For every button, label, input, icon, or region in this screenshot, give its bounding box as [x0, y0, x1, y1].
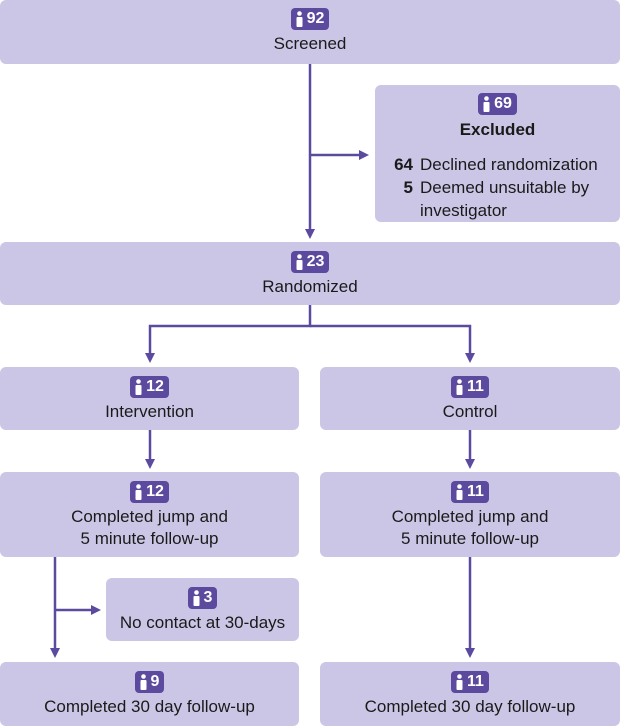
reason-count: 5	[403, 178, 413, 197]
intervention-jump-label-line2: 5 minute follow-up	[80, 529, 219, 548]
no-contact-count-badge: 3	[187, 587, 218, 609]
person-icon	[456, 379, 463, 395]
control-30day-count: 11	[467, 673, 484, 690]
no-contact-box: 3 No contact at 30-days	[106, 578, 299, 641]
intervention-label: Intervention	[105, 402, 194, 421]
reason-text: Declined randomization	[420, 155, 598, 174]
intervention-count-badge: 12	[130, 376, 169, 398]
person-icon	[140, 674, 147, 690]
control-jump-count-badge: 11	[451, 481, 489, 503]
excluded-title: Excluded	[459, 120, 536, 139]
control-30day-count-badge: 11	[451, 671, 489, 693]
control-jump-label-line1: Completed jump and	[391, 507, 549, 526]
reason-count: 64	[394, 155, 413, 174]
intervention-count: 12	[146, 378, 164, 395]
intervention-jump-count: 12	[146, 483, 164, 500]
randomized-label: Randomized	[262, 277, 358, 296]
randomized-count: 23	[306, 253, 325, 270]
excluded-reason: 64 Declined randomization	[383, 153, 598, 176]
excluded-count: 69	[494, 95, 512, 112]
person-icon	[296, 11, 303, 27]
person-icon	[296, 254, 303, 270]
intervention-completed-jump-box: 12 Completed jump and 5 minute follow-up	[0, 472, 299, 557]
person-icon	[483, 96, 490, 112]
intervention-30day-label: Completed 30 day follow-up	[44, 697, 255, 716]
randomized-count-badge: 23	[290, 251, 330, 273]
reason-text: investigator	[420, 201, 507, 220]
intervention-box: 12 Intervention	[0, 367, 299, 430]
no-contact-count: 3	[203, 589, 213, 606]
control-count: 11	[467, 378, 484, 395]
screened-count-badge: 92	[290, 8, 330, 30]
intervention-30day-count: 9	[150, 673, 160, 690]
intervention-jump-label-line1: Completed jump and	[71, 507, 228, 526]
intervention-jump-count-badge: 12	[130, 481, 169, 503]
intervention-30day-box: 9 Completed 30 day follow-up	[0, 662, 299, 726]
person-icon	[456, 674, 463, 690]
excluded-reason: investigator	[383, 199, 598, 222]
screened-box: 92 Screened	[0, 0, 620, 64]
control-completed-jump-box: 11 Completed jump and 5 minute follow-up	[320, 472, 620, 557]
control-label: Control	[442, 402, 498, 421]
no-contact-label: No contact at 30-days	[119, 613, 286, 632]
control-30day-label: Completed 30 day follow-up	[364, 697, 576, 716]
control-30day-box: 11 Completed 30 day follow-up	[320, 662, 620, 726]
excluded-box: 69 Excluded 64 Declined randomization 5 …	[375, 85, 620, 222]
excluded-count-badge: 69	[478, 93, 517, 115]
screened-label: Screened	[273, 34, 347, 53]
excluded-reason: 5 Deemed unsuitable by	[383, 176, 598, 199]
screened-count: 92	[306, 10, 325, 27]
person-icon	[135, 379, 142, 395]
excluded-reasons: 64 Declined randomization 5 Deemed unsui…	[383, 153, 598, 222]
reason-count	[383, 199, 413, 222]
control-count-badge: 11	[451, 376, 489, 398]
reason-text: Deemed unsuitable by	[420, 178, 590, 197]
randomized-box: 23 Randomized	[0, 242, 620, 305]
control-jump-count: 11	[467, 483, 484, 500]
person-icon	[456, 484, 463, 500]
person-icon	[193, 590, 200, 606]
control-box: 11 Control	[320, 367, 620, 430]
intervention-30day-count-badge: 9	[134, 671, 165, 693]
person-icon	[135, 484, 142, 500]
arrow-randomized-to-control	[310, 324, 475, 363]
arrow-randomized-to-intervention	[145, 305, 312, 363]
control-jump-label-line2: 5 minute follow-up	[401, 529, 539, 548]
